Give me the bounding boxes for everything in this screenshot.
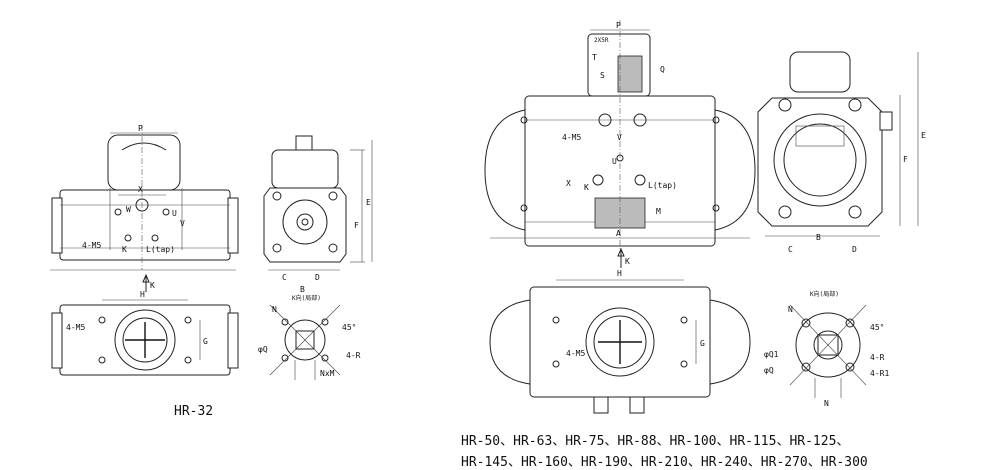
- large-dim-t: T: [592, 53, 597, 62]
- large-front-view: [484, 20, 756, 268]
- hr32-dim-f: F: [354, 221, 359, 230]
- hr32-dim-g: G: [203, 337, 208, 346]
- large-dim-e: E: [921, 131, 926, 140]
- large-arrow-k: K: [625, 257, 630, 266]
- large-dim-v: V: [617, 133, 622, 142]
- hr32-bottom-view: [51, 299, 239, 376]
- large-k-view: [789, 304, 867, 398]
- hr32-dim-v: V: [180, 219, 185, 228]
- hr32-dim-nxm: NxM: [320, 369, 335, 378]
- large-dim-u: U: [612, 157, 617, 166]
- hr32-dim-4m5: 4-M5: [82, 241, 101, 250]
- large-bottom-view: [489, 279, 751, 414]
- hr32-dim-e: E: [366, 198, 371, 207]
- large-dim-n-bottom: N: [824, 399, 829, 408]
- large-dim-4r1: 4-R1: [870, 369, 889, 378]
- large-dim-g: G: [700, 339, 705, 348]
- large-dim-p: P: [616, 21, 621, 30]
- hr32-k-view: [269, 304, 341, 380]
- large-dim-k: K: [584, 183, 589, 192]
- hr32-dim-p: P: [138, 124, 143, 133]
- hr32-side-view: [263, 135, 373, 271]
- hr32-dim-45: 45°: [342, 323, 356, 332]
- caption-large-models-line1: HR-50、HR-63、HR-75、HR-88、HR-100、HR-115、HR…: [461, 434, 850, 449]
- large-side-view: [757, 51, 919, 237]
- caption-large-models-line2: HR-145、HR-160、HR-190、HR-210、HR-240、HR-27…: [461, 455, 868, 470]
- large-dim-d: D: [852, 245, 857, 254]
- large-dim-n: N: [788, 305, 793, 314]
- large-dim-4r: 4-R: [870, 353, 885, 362]
- large-dim-4m5-bottom: 4-M5: [566, 349, 585, 358]
- caption-small-model: HR-32: [174, 404, 214, 419]
- large-dim-4m5: 4-M5: [562, 133, 581, 142]
- hr32-arrow-k: K: [150, 281, 155, 290]
- hr32-dim-u: U: [172, 209, 177, 218]
- large-dim-q: Q: [660, 65, 665, 74]
- hr32-dim-d: D: [315, 273, 320, 282]
- large-dim-s: S: [600, 71, 605, 80]
- large-dim-x: X: [566, 179, 571, 188]
- hr32-dim-k: K: [122, 245, 127, 254]
- large-dim-phiq: φQ: [764, 366, 774, 375]
- large-dim-a: A: [616, 229, 621, 238]
- large-dim-h: H: [617, 269, 622, 278]
- hr32-dim-phiq: φQ: [258, 345, 268, 354]
- large-dim-slot: 2X5R: [594, 37, 609, 44]
- hr32-dim-h: H: [140, 290, 145, 299]
- hr32-dim-c: C: [282, 273, 287, 282]
- hr32-dim-b: B: [300, 285, 305, 294]
- hr32-dim-w: W: [126, 205, 131, 214]
- hr32-dim-4m5-bottom: 4-M5: [66, 323, 85, 332]
- large-dim-b: B: [816, 233, 821, 242]
- hr32-dim-4r: 4-R: [346, 351, 361, 360]
- hr32-dim-ltap: L(tap): [146, 245, 175, 254]
- large-dim-ltap: L(tap): [648, 181, 677, 190]
- large-dim-c: C: [788, 245, 793, 254]
- hr32-dim-n: N: [272, 305, 277, 314]
- hr32-dim-x: X: [138, 185, 143, 194]
- large-dim-kview: K向(局部): [810, 290, 839, 298]
- hr32-front-view: [50, 125, 239, 292]
- hr32-dim-kview: K向(局部): [292, 294, 321, 302]
- large-dim-45: 45°: [870, 323, 884, 332]
- large-dim-f: F: [903, 155, 908, 164]
- large-dim-phiq1: φQ1: [764, 350, 779, 359]
- large-dim-m: M: [656, 207, 661, 216]
